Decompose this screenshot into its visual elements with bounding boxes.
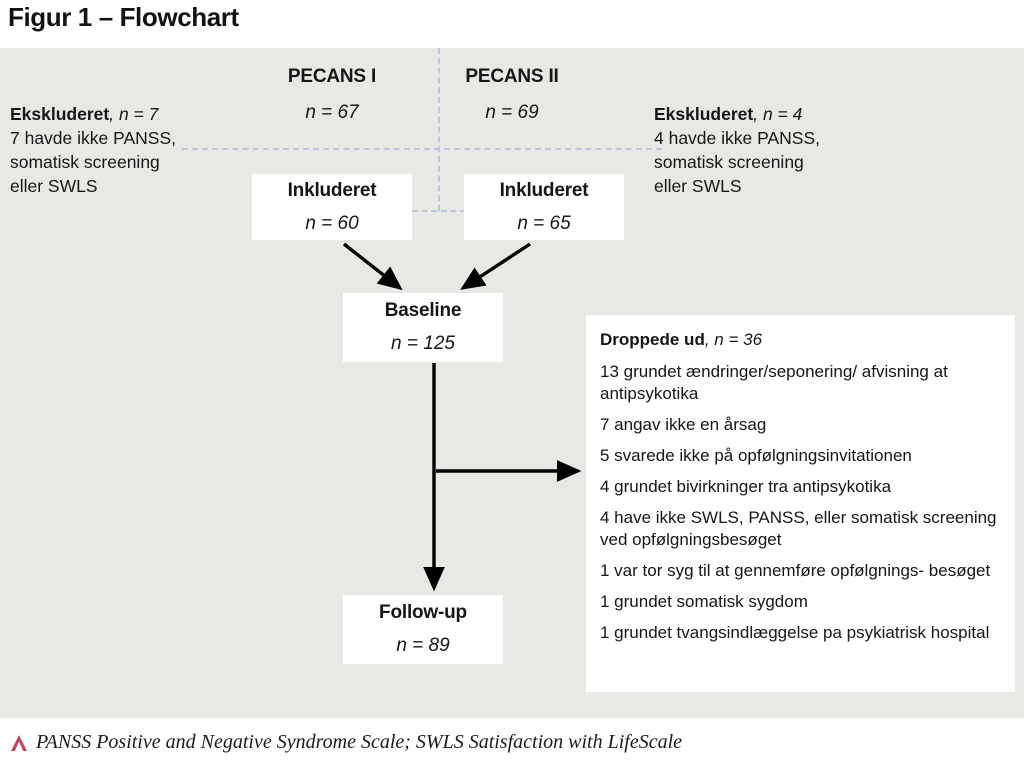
dropout-heading: Droppede ud, n = 36 (600, 329, 999, 350)
excluded-line: eller SWLS (10, 176, 98, 196)
node-title: Follow-up (379, 602, 467, 623)
dropout-item: 4 have ikke SWLS, PANSS, eller somatisk … (600, 508, 997, 549)
node-included-pecans-1: Inkluderet n = 60 (252, 174, 412, 240)
dropout-item: 13 grundet ændringer/seponering/ afvisni… (600, 362, 948, 403)
node-count: n = 60 (305, 212, 359, 234)
column-header-pecans-1: PECANS I n = 67 (222, 66, 442, 124)
excluded-line: 4 havde ikke PANSS, (654, 128, 821, 148)
column-title: PECANS I (287, 66, 377, 87)
node-count: n = 65 (517, 212, 571, 234)
excluded-heading: Ekskluderet, n = 7 (10, 102, 250, 126)
node-baseline: Baseline n = 125 (343, 293, 503, 362)
guide-line-horizontal-top (182, 148, 662, 150)
node-title: Inkluderet (499, 179, 589, 201)
dropout-heading-label: Droppede ud (600, 330, 705, 349)
column-title: PECANS II (465, 66, 559, 87)
node-followup: Follow-up n = 89 (343, 595, 503, 664)
dropout-panel: Droppede ud, n = 36 13 grundet ændringer… (586, 315, 1015, 692)
node-title: Baseline (384, 300, 462, 321)
node-title: Inkluderet (287, 179, 377, 201)
excluded-heading: Ekskluderet, n = 4 (654, 102, 904, 126)
column-count: n = 67 (305, 102, 359, 123)
dropout-item: 1 grundet somatisk sygdom (600, 592, 808, 611)
excluded-line: 7 havde ikke PANSS, (10, 128, 177, 148)
node-included-pecans-2: Inkluderet n = 65 (464, 174, 624, 240)
excluded-line: somatisk screening (654, 152, 804, 172)
page-title: Figur 1 – Flowchart (8, 2, 239, 32)
node-count: n = 89 (396, 635, 450, 656)
excluded-heading-count: , n = 4 (753, 104, 803, 124)
dropout-item: 5 svarede ikke på opfølgningsinvitatione… (600, 446, 912, 465)
dropout-item: 1 grundet tvangsindlæggelse pa psykiatri… (600, 623, 990, 642)
guide-line-vertical (438, 48, 440, 211)
caret-up-icon (11, 735, 27, 751)
dropout-heading-count: , n = 36 (704, 330, 763, 349)
node-count: n = 125 (391, 333, 455, 354)
column-header-pecans-2: PECANS II n = 69 (402, 66, 622, 124)
column-count: n = 69 (485, 102, 539, 123)
excluded-heading-label: Ekskluderet (10, 104, 110, 124)
dropout-item: 1 var tor syg til at gennemføre opfølgni… (600, 561, 991, 580)
guide-line-horizontal-bottom (412, 210, 466, 212)
excluded-heading-label: Ekskluderet (654, 104, 754, 124)
dropout-item: 4 grundet bivirkninger tra antipsykotika (600, 477, 892, 496)
excluded-note-right: Ekskluderet, n = 4 4 havde ikke PANSS, s… (654, 102, 904, 198)
excluded-heading-count: , n = 7 (109, 104, 159, 124)
footnote: PANSS Positive and Negative Syndrome Sca… (8, 730, 682, 754)
excluded-line: eller SWLS (654, 176, 742, 196)
footnote-text: PANSS Positive and Negative Syndrome Sca… (36, 731, 683, 753)
excluded-note-left: Ekskluderet, n = 7 7 havde ikke PANSS, s… (10, 102, 250, 198)
dropout-item: 7 angav ikke en årsag (600, 415, 767, 434)
excluded-line: somatisk screening (10, 152, 160, 172)
